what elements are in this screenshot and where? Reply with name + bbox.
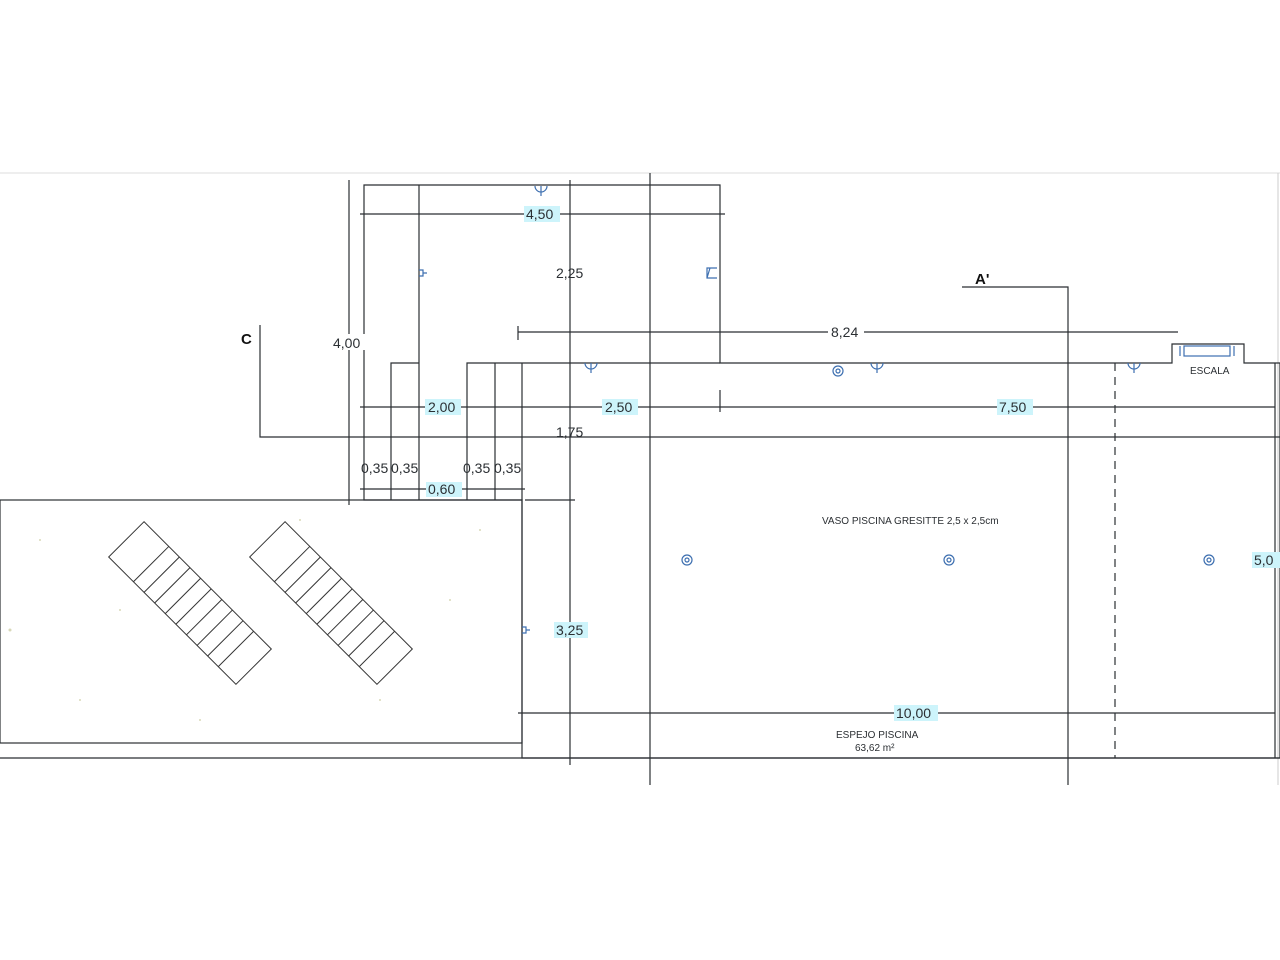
ladder-label: ESCALA — [1190, 366, 1230, 377]
surface-title: ESPEJO PISCINA — [836, 730, 919, 741]
dim-main-width: 7,50 — [999, 399, 1026, 415]
section-label-a-prime: A' — [975, 271, 989, 288]
ladder-icon — [1179, 345, 1235, 357]
dim-upper-height: 2,25 — [556, 265, 583, 281]
dim-step-b1: 0,35 — [463, 460, 490, 476]
dim-right-height: 5,0 — [1254, 552, 1274, 568]
dim-ladder-span: 8,24 — [831, 324, 858, 340]
steps — [390, 185, 1116, 758]
dim-mid-width: 2,50 — [605, 399, 632, 415]
dim-lower-height: 3,25 — [556, 622, 583, 638]
dim-step-gap: 0,60 — [428, 481, 455, 497]
dim-step-width: 2,00 — [428, 399, 455, 415]
inlet-icon — [419, 267, 717, 634]
section-lines — [259, 173, 1280, 785]
dim-step-a2: 0,35 — [391, 460, 418, 476]
skimmer-icon — [534, 185, 1141, 373]
sun-lounger-icon — [107, 520, 414, 686]
dim-step-b2: 0,35 — [494, 460, 521, 476]
dim-step-a1: 0,35 — [361, 460, 388, 476]
dim-total-height-left: 4,00 — [333, 335, 360, 351]
surface-area: 63,62 m² — [855, 743, 895, 754]
pool-light-icon — [681, 365, 1215, 566]
section-label-c: C — [241, 331, 252, 348]
terrace — [0, 499, 523, 744]
dim-total-length: 10,00 — [896, 705, 931, 721]
finish-note: VASO PISCINA GRESITTE 2,5 x 2,5cm — [822, 516, 999, 527]
dim-mid-height: 1,75 — [556, 424, 583, 440]
dim-top-width: 4,50 — [526, 206, 553, 222]
